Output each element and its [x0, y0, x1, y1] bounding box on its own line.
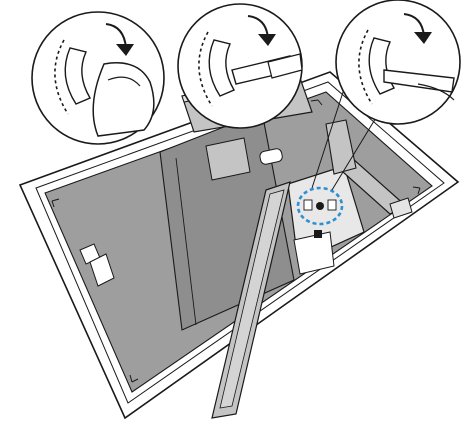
- corner-marks: [51, 99, 421, 383]
- arrow-down-icon: [105, 23, 134, 56]
- latch-icon-2: [198, 31, 236, 107]
- callout-step-3: [335, 0, 461, 125]
- screwdriver-press-icon: [231, 53, 303, 85]
- arrow-down-icon-2: [247, 15, 276, 46]
- callout-step-2: [177, 3, 303, 129]
- stand-screw: [314, 230, 322, 238]
- thumb-press-icon: [92, 62, 155, 137]
- stand-leg-right-foot: [389, 197, 413, 219]
- callout-step-1: [31, 11, 165, 145]
- screw-hole-highlight-icon: [296, 186, 344, 226]
- screwdriver-lever-icon: [383, 69, 455, 101]
- latch-icon-1: [54, 39, 92, 115]
- side-connector: [79, 243, 115, 287]
- stand-leg-left-inner: [219, 189, 285, 409]
- neck-slot: [259, 148, 283, 165]
- arrow-down-icon-3: [403, 13, 432, 44]
- stand-arm: [325, 119, 357, 175]
- stand-base-lower: [293, 231, 335, 275]
- stand-hinge-block: [205, 137, 251, 181]
- mount-plate-edge: [175, 157, 197, 326]
